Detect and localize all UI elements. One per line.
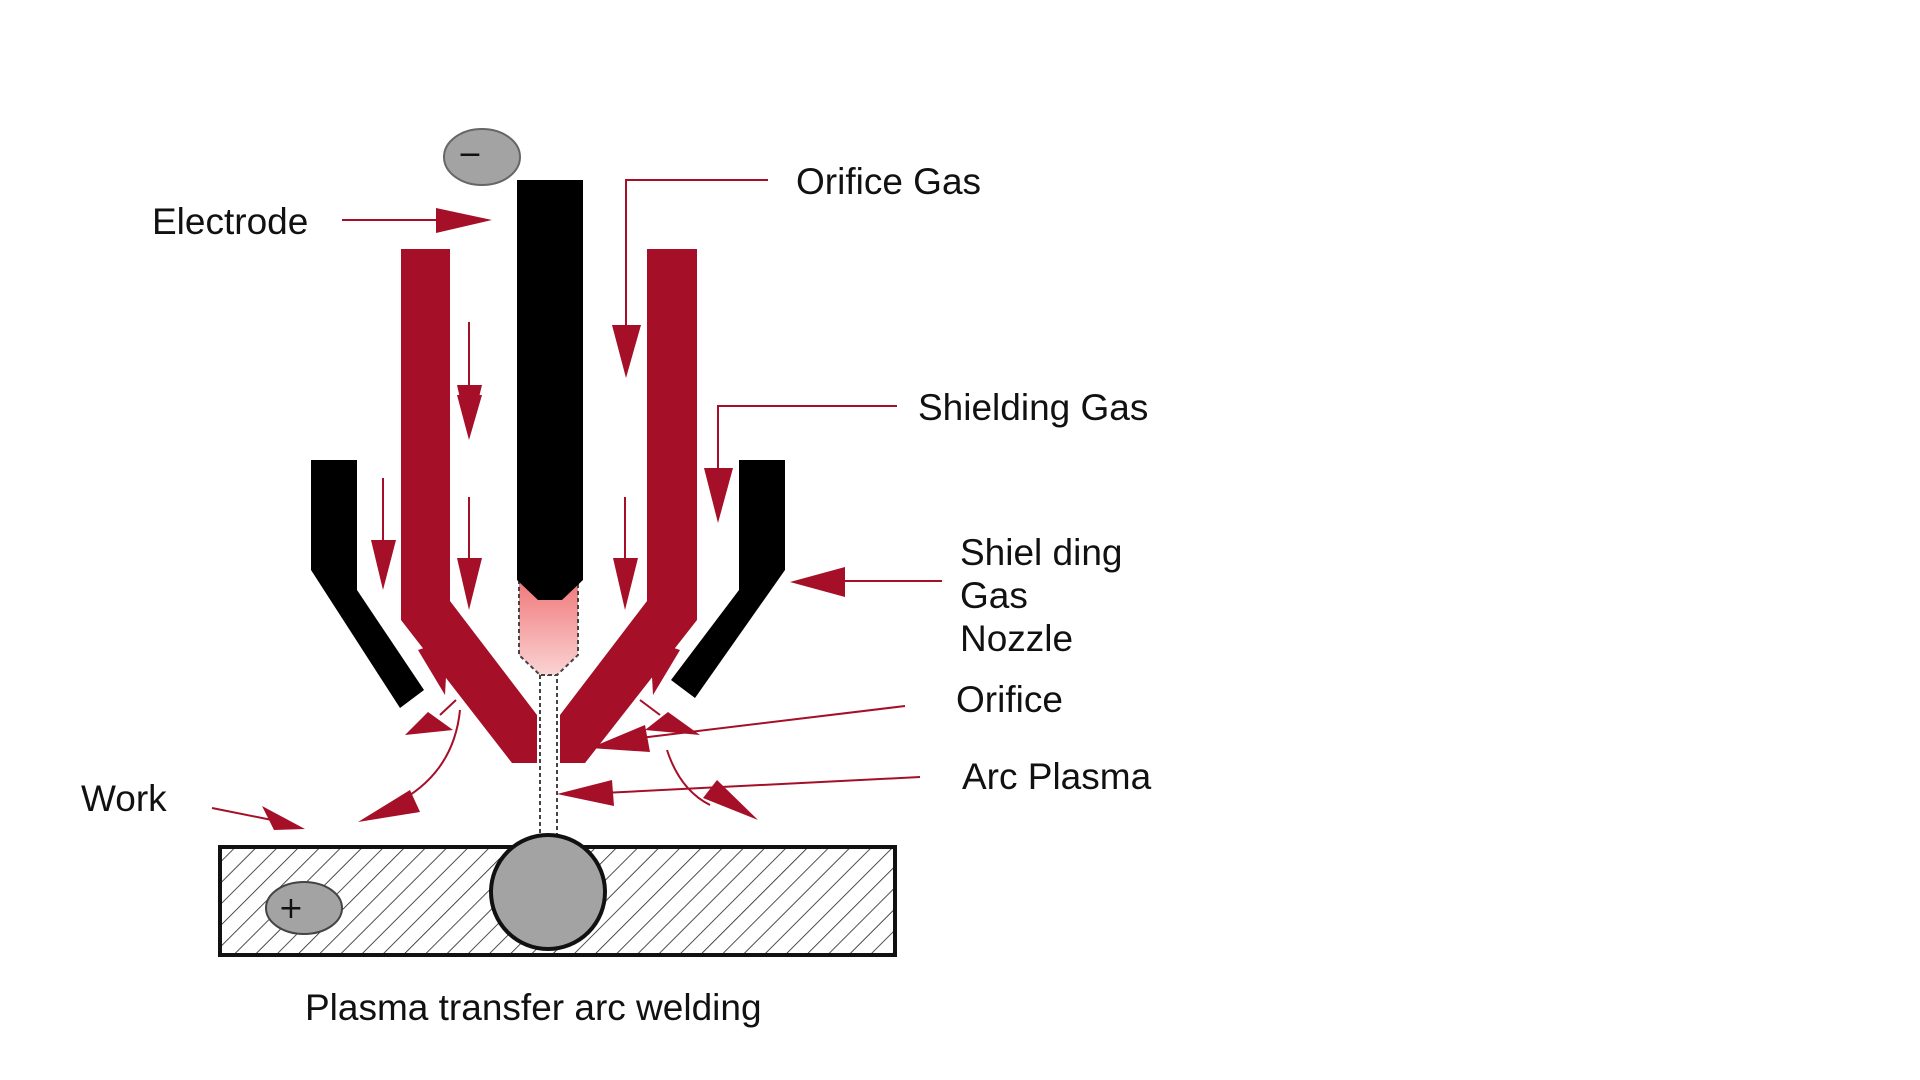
shield-nozzle-left-wall [311,460,424,708]
shielding-gas-arrowhead [704,468,733,523]
electrode-arrowhead [436,208,492,233]
work-arrowhead [262,806,305,830]
label-arc-plasma: Arc Plasma [962,756,1152,797]
arc-plasma-column [539,674,558,836]
nozzle-left-wall [401,249,537,763]
positive-terminal-sign: + [278,891,303,926]
label-shielding-gas: Shielding Gas [918,387,1148,428]
shielding-gas-leader-line [717,405,897,480]
right-exit-arrowhead-upper [650,640,680,695]
nozzle-right-wall [560,249,697,763]
label-electrode: Electrode [152,201,308,242]
shield-flow-arrowhead [371,540,396,590]
right-exit-arrowhead-lower [645,712,700,735]
orifice-flow-arrowhead-4 [457,395,482,440]
caption: Plasma transfer arc welding [305,987,762,1028]
positive-terminal: + [265,881,343,935]
electrode [517,180,583,600]
orifice-flow-arrowhead-3 [613,558,638,610]
arc-plasma-arrowhead [557,780,614,806]
work-leader-line [211,807,273,821]
weld-pool [489,833,607,951]
label-nozzle-line3: Nozzle [960,618,1073,659]
right-flow-arrowhead [703,780,758,820]
orifice-arrowhead [590,725,650,752]
arc-plasma-leader-line [602,776,921,794]
shield-nozzle-right-wall [671,460,785,698]
left-exit-arrowhead-upper [418,640,448,695]
left-exit-arrowhead-lower [405,712,453,735]
orifice-gas-leader-line [625,179,768,340]
shield-nozzle-arrowhead [790,567,845,597]
orifice-flow-arrowhead-2 [457,558,482,610]
negative-terminal: − [443,128,521,186]
label-nozzle-line1: Shiel ding [960,532,1123,573]
label-orifice-gas: Orifice Gas [796,161,981,202]
arrowheads [262,208,845,830]
left-flow-arrowhead [358,790,420,822]
label-orifice: Orifice [956,679,1063,720]
label-work: Work [81,778,167,819]
orifice-gas-arrowhead [612,325,641,378]
negative-terminal-sign: − [457,137,482,172]
label-nozzle-line2: Gas [960,575,1028,616]
